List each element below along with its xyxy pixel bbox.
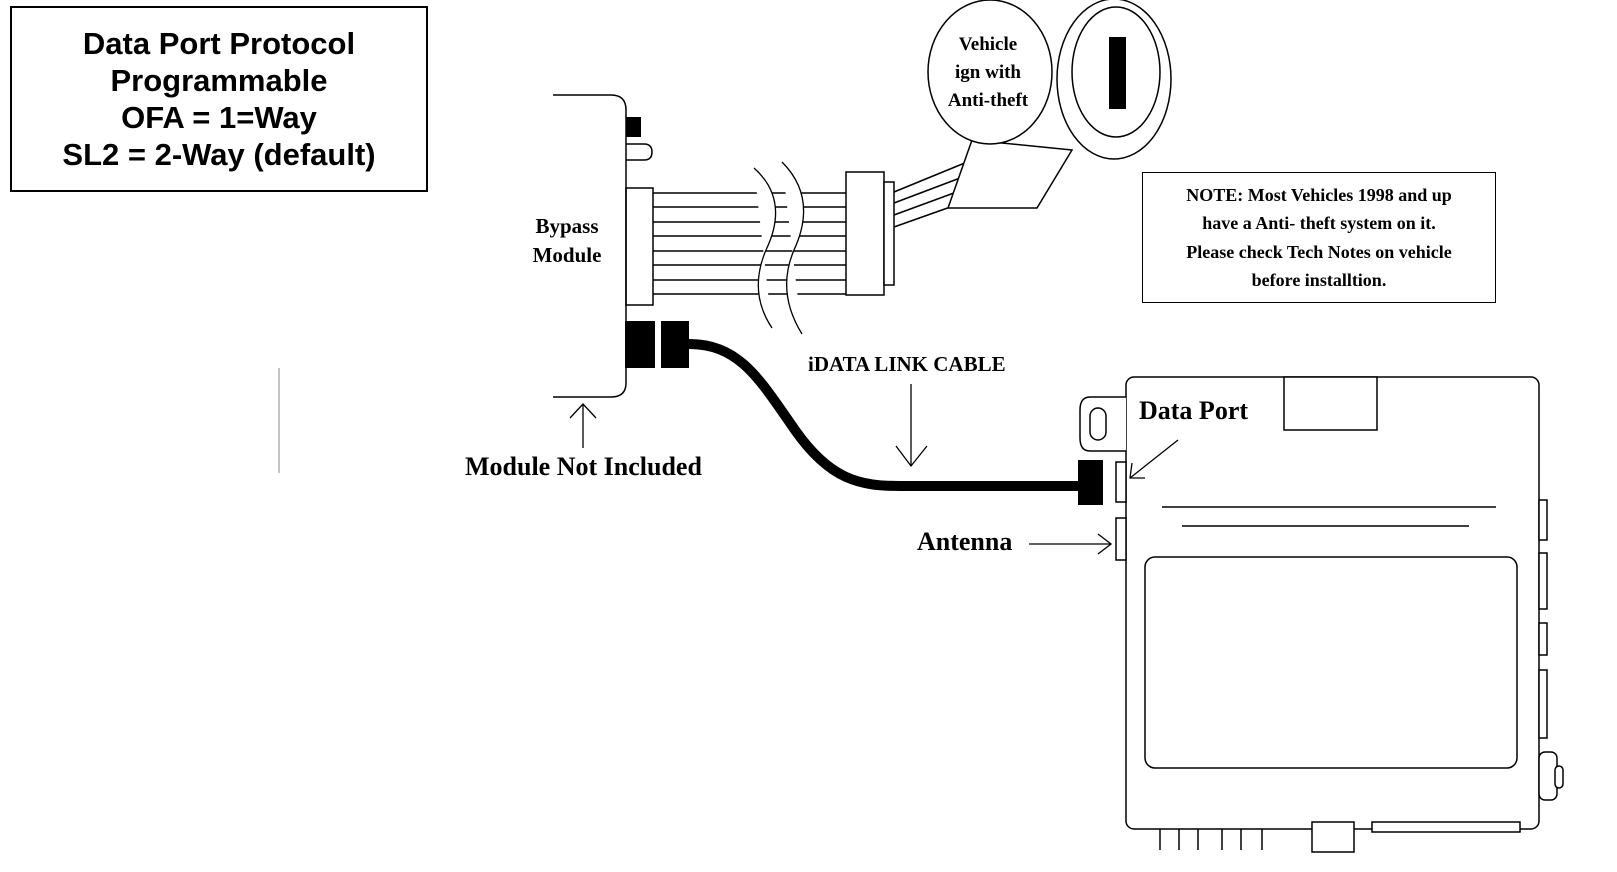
bypass-module-label-line-2: Module: [532, 243, 602, 267]
idata-link-cable-label: iDATA LINK CABLE: [808, 352, 1006, 376]
pointer-arrows: [569, 384, 1179, 555]
ignition-cylinder: [927, 0, 1172, 209]
note-line-4: before installtion.: [1251, 270, 1387, 290]
protocol-ofa: OFA = 1=Way: [121, 100, 317, 135]
protocol-programmable: Programmable: [110, 63, 328, 98]
note-line-3: Please check Tech Notes on vehicle: [1186, 241, 1452, 262]
bypass-module: [553, 94, 689, 398]
data-port-label: Data Port: [1139, 396, 1249, 425]
ignition-label-line-3: Anti-theft: [947, 90, 1029, 111]
idata-link-cable: [688, 339, 1103, 505]
remote-start-unit: [1079, 376, 1564, 853]
protocol-info-box: Data Port Protocol Programmable OFA = 1=…: [10, 6, 428, 192]
ignition-label-line-1: Vehicle: [958, 34, 1018, 55]
protocol-title: Data Port Protocol: [82, 26, 356, 61]
module-not-included-label: Module Not Included: [465, 452, 702, 481]
ignition-label: Vehicle ign with Anti-theft: [933, 31, 1043, 115]
antenna-label: Antenna: [917, 527, 1013, 556]
bypass-module-label-line-1: Bypass: [535, 214, 599, 238]
protocol-sl2: SL2 = 2-Way (default): [62, 137, 376, 172]
wire-harness: [653, 159, 973, 335]
note-line-1: NOTE: Most Vehicles 1998 and up: [1186, 184, 1452, 205]
note-line-2: have a Anti- theft system on it.: [1202, 213, 1436, 233]
note-box: NOTE: Most Vehicles 1998 and up have a A…: [1142, 172, 1496, 303]
bypass-module-label: Bypass Module: [517, 212, 617, 270]
ignition-label-line-2: ign with: [955, 62, 1021, 83]
